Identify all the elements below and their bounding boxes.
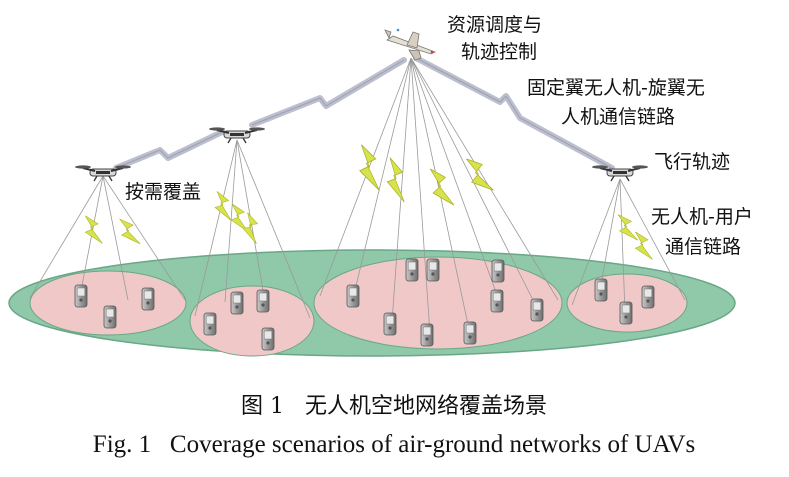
user-phone-icon: [491, 259, 505, 283]
user-phone-icon: [203, 312, 217, 336]
label-flight-trajectory: 飞行轨迹: [654, 151, 730, 173]
user-phone-icon: [256, 289, 270, 313]
user-phone-icon: [490, 289, 504, 313]
user-phone-icon: [426, 258, 440, 282]
user-phone-icon: [641, 285, 655, 309]
user-phone-icon: [594, 278, 608, 302]
label-on-demand-coverage: 按需覆盖: [125, 181, 201, 203]
user-phone-icon: [530, 298, 544, 322]
label-resource-control-2: 轨迹控制: [461, 41, 537, 63]
user-phone-icon: [463, 321, 477, 345]
user-phone-icon: [230, 291, 244, 315]
label-uav-user-link-1: 无人机-用户: [651, 206, 753, 228]
user-phone-icon: [74, 284, 88, 308]
user-phone-icon: [103, 305, 117, 329]
coverage-cell-2: [189, 285, 315, 357]
label-uav-user-link-2: 通信链路: [665, 236, 741, 258]
label-resource-control-1: 资源调度与: [447, 14, 542, 36]
user-phone-icon: [619, 301, 633, 325]
user-phone-icon: [141, 287, 155, 311]
user-phone-icon: [346, 284, 360, 308]
user-phone-icon: [420, 323, 434, 347]
beam-lines: [29, 57, 686, 335]
rotary-uav-right-drone-icon: [591, 164, 649, 182]
coverage-cell-1: [29, 270, 187, 336]
label-fixed-rotary-link-2: 人机通信链路: [561, 106, 675, 128]
figure-caption-en: Fig. 1 Coverage scenarios of air-ground …: [93, 431, 695, 458]
user-phone-icon: [261, 327, 275, 351]
rotary-uav-left-drone-icon: [74, 164, 132, 182]
figure-caption-cn: 图 1 无人机空地网络覆盖场景: [241, 394, 547, 419]
user-phone-icon: [405, 258, 419, 282]
label-fixed-rotary-link-1: 固定翼无人机-旋翼无: [527, 77, 705, 99]
user-phone-icon: [383, 312, 397, 336]
fixed-wing-uav-icon: [384, 28, 436, 61]
